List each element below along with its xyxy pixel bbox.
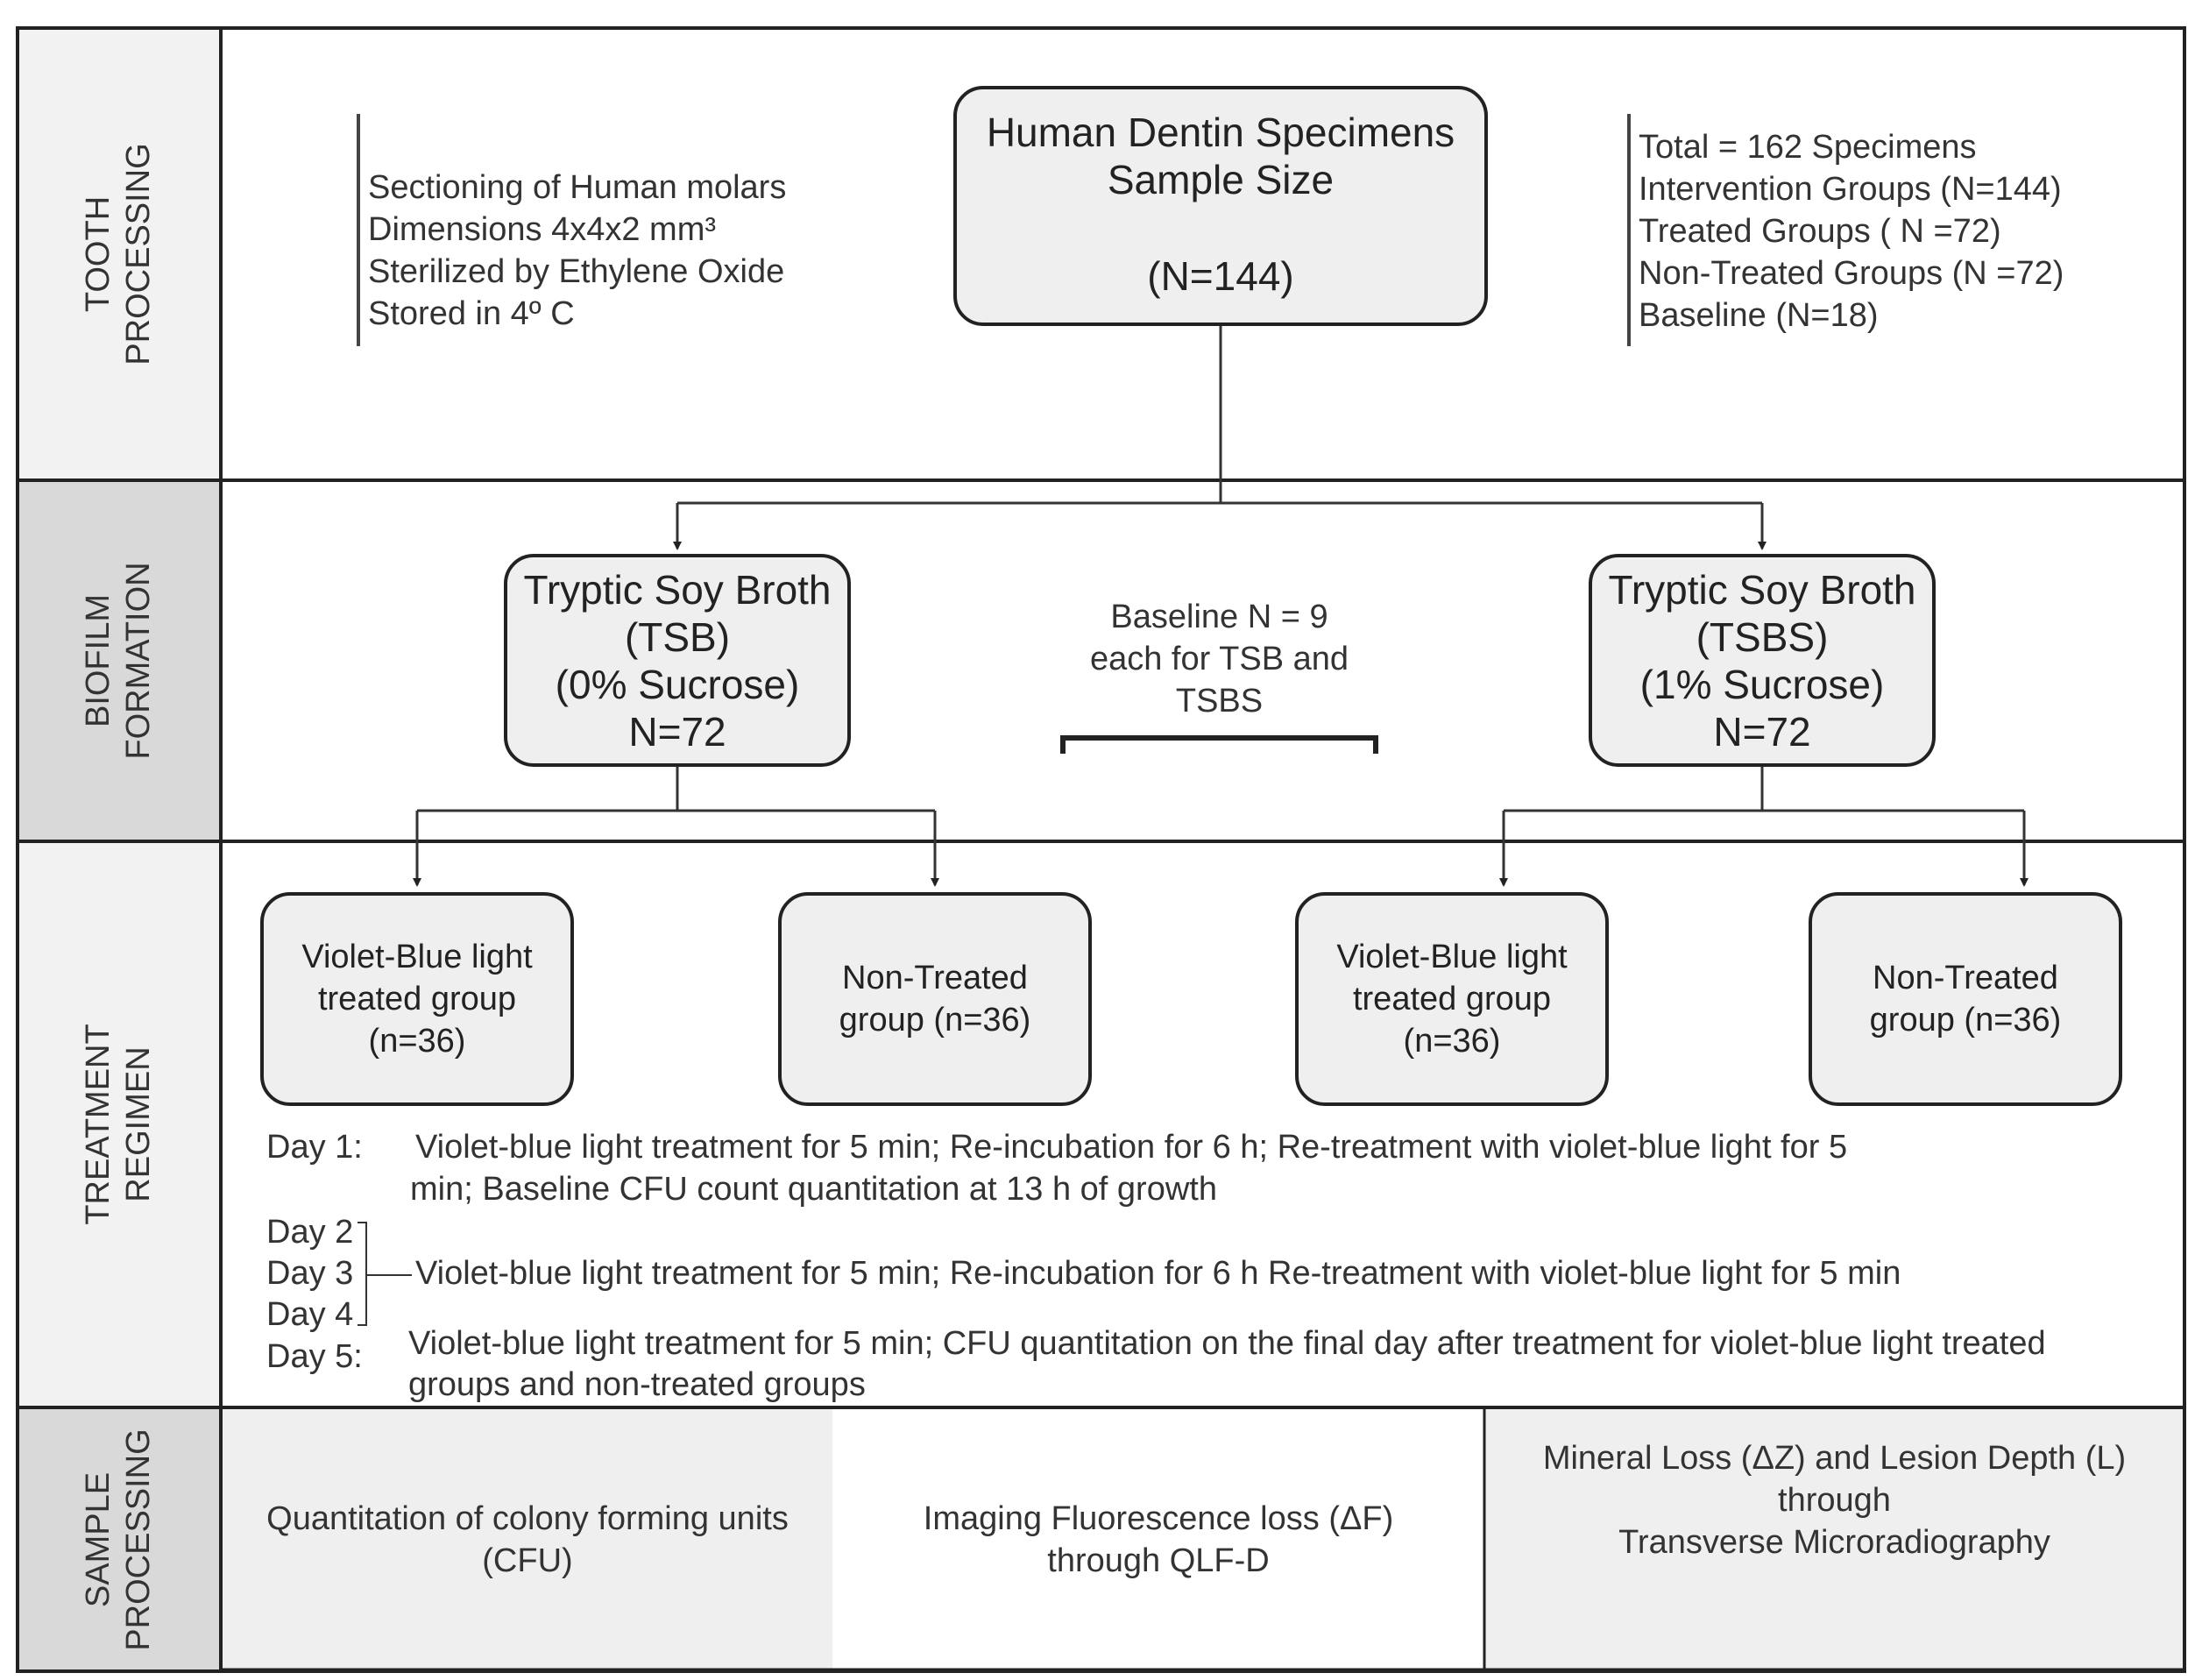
section-tooth-processing: TOOTH PROCESSING xyxy=(18,28,223,480)
day1-text-1: Violet-blue light treatment for 5 min; R… xyxy=(415,1129,1848,1166)
day3-label: Day 3 xyxy=(266,1255,354,1292)
tmr-cell: Mineral Loss (ΔZ) and Lesion Depth (L) t… xyxy=(1484,1409,2184,1669)
left-notes: Sectioning of Human molars Dimensions 4x… xyxy=(368,169,787,332)
right-notes-bar xyxy=(1627,114,1631,346)
day5-label: Day 5: xyxy=(266,1338,363,1375)
qlf-cell: Imaging Fluorescence loss (ΔF) through Q… xyxy=(832,1409,1484,1669)
tsb-treated-group-box: Violet-Blue light treated group (n=36) xyxy=(260,892,574,1106)
day1-label: Day 1: xyxy=(266,1129,363,1166)
day2-label: Day 2 xyxy=(266,1214,354,1251)
human-dentin-specimens-box: Human Dentin Specimens Sample Size (N=14… xyxy=(953,86,1488,326)
cfu-cell: Quantitation of colony forming units (CF… xyxy=(223,1409,832,1669)
tsb-box: Tryptic Soy Broth (TSB) (0% Sucrose) N=7… xyxy=(504,554,851,767)
day4-label: Day 4 xyxy=(266,1296,354,1333)
section-sample-processing: SAMPLE PROCESSING xyxy=(18,1407,223,1671)
day1-text-2: min; Baseline CFU count quantitation at … xyxy=(410,1171,1217,1208)
day5-text-1: Violet-blue light treatment for 5 min; C… xyxy=(408,1325,2046,1362)
tsbs-box: Tryptic Soy Broth (TSBS) (1% Sucrose) N=… xyxy=(1589,554,1936,767)
tsbs-treated-group-box: Violet-Blue light treated group (n=36) xyxy=(1295,892,1609,1106)
day234-text: Violet-blue light treatment for 5 min; R… xyxy=(415,1255,1901,1292)
baseline-note: Baseline N = 9 each for TSB and TSBS xyxy=(1089,599,1349,719)
tsbs-non-treated-group-box: Non-Treated group (n=36) xyxy=(1809,892,2122,1106)
right-notes: Total = 162 Specimens Intervention Group… xyxy=(1639,129,2064,334)
section-biofilm-formation: BIOFILM FORMATION xyxy=(18,480,223,841)
day5-text-2: groups and non-treated groups xyxy=(408,1366,866,1403)
section-treatment-regimen: TREATMENT REGIMEN xyxy=(18,841,223,1407)
tsb-non-treated-group-box: Non-Treated group (n=36) xyxy=(778,892,1092,1106)
left-notes-bar xyxy=(357,114,360,346)
